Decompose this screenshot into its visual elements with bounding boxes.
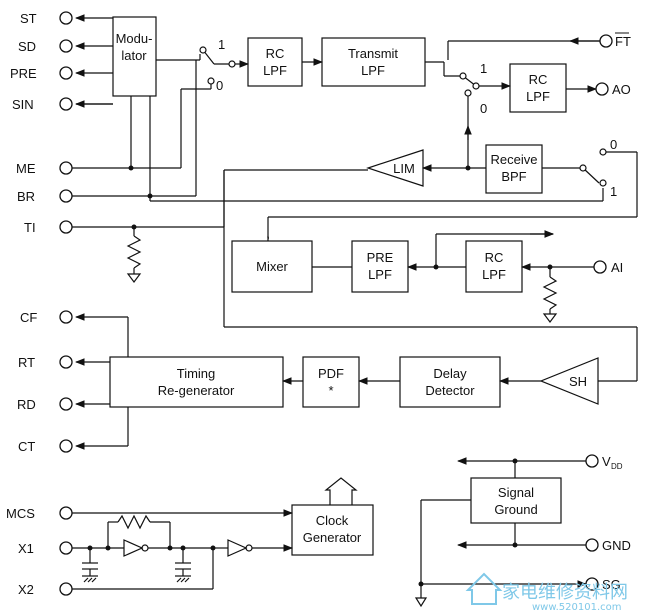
pin-sin-label: SIN [12, 97, 34, 112]
pin-vdd-terminal [585, 454, 599, 468]
pin-x2-label: X2 [18, 582, 34, 597]
pdf-label-2: * [328, 383, 333, 398]
mixer-label: Mixer [256, 259, 288, 274]
pin-br-terminal [59, 189, 73, 203]
pdf-block [302, 356, 360, 408]
pin-vdd-subscript: DD [611, 462, 623, 471]
watermark-title: 家电维修资料网 [502, 582, 628, 603]
pin-st-terminal [59, 11, 73, 25]
switch-contact [464, 89, 472, 97]
pin-sg-terminal [585, 577, 599, 591]
transmit-lpf-label-2: LPF [361, 63, 385, 78]
pin-gnd-terminal [585, 538, 599, 552]
pin-ti-label: TI [24, 220, 36, 235]
pin-st-label: ST [20, 11, 37, 26]
pin-sd-terminal [59, 39, 73, 53]
pin-mcs-label: MCS [6, 506, 35, 521]
pin-pre-label: PRE [10, 66, 37, 81]
modulator-label-2: lator [121, 48, 147, 63]
rc-lpf-tx-label-1: RC [266, 46, 285, 61]
pin-ao-label: AO [612, 82, 631, 97]
pin-x1-label: X1 [18, 541, 34, 556]
clock-output-arrow [324, 477, 358, 505]
delay-detector-label-2: Detector [425, 383, 475, 398]
ao-switch-label-1: 1 [480, 61, 487, 76]
rc-lpf-ao-label-1: RC [529, 72, 548, 87]
pin-cf-terminal [59, 310, 73, 324]
receive-bpf-block [485, 144, 543, 194]
clock-generator-label-1: Clock [316, 513, 349, 528]
switch-contact [228, 60, 236, 68]
delay-detector-block [399, 356, 501, 408]
timing-regenerator-block [109, 356, 284, 408]
delay-detector-label-1: Delay [433, 366, 467, 381]
pdf-label-1: PDF [318, 366, 344, 381]
watermark-logo: 家电维修资料网 www.520101.com [465, 572, 628, 613]
pin-ai-label: AI [611, 260, 623, 275]
rx-switch-label-0: 0 [610, 137, 617, 152]
pin-sg-label: SG [602, 577, 621, 592]
watermark-url: www.520101.com [532, 602, 622, 613]
timing-label-1: Timing [177, 366, 216, 381]
pin-x2-terminal [59, 582, 73, 596]
signal-ground-label-2: Ground [494, 502, 537, 517]
receive-bpf-label-1: Receive [491, 152, 538, 167]
pin-rt-label: RT [18, 355, 35, 370]
pin-me-label: ME [16, 161, 36, 176]
rc-lpf-tx-label-2: LPF [263, 63, 287, 78]
pin-br-label: BR [17, 189, 35, 204]
pin-gnd-label: GND [602, 538, 631, 553]
clock-generator-block [291, 504, 374, 556]
pin-ti-terminal [59, 220, 73, 234]
switch-contact [199, 46, 207, 54]
modulator-label-1: Modu- [116, 31, 153, 46]
pin-ct-label: CT [18, 439, 35, 454]
pre-lpf-label-1: PRE [367, 250, 394, 265]
timing-label-2: Re-generator [158, 383, 235, 398]
receive-bpf-label-2: BPF [501, 169, 526, 184]
pin-ao-terminal [595, 82, 609, 96]
switch-contact [579, 164, 587, 172]
rc-lpf-ao-label-2: LPF [526, 89, 550, 104]
pin-x1-terminal [59, 541, 73, 555]
switch-contact [459, 72, 467, 80]
pin-vdd-label: V [602, 454, 611, 469]
pin-cf-label: CF [20, 310, 37, 325]
pin-ct-terminal [59, 439, 73, 453]
switch-contact [599, 148, 607, 156]
pin-rd-terminal [59, 397, 73, 411]
rc-lpf-ai-label-2: LPF [482, 267, 506, 282]
lim-label: LIM [393, 161, 415, 176]
pin-ft-label: FT [615, 34, 631, 49]
tx-switch-label-0: 0 [216, 78, 223, 93]
pin-rt-terminal [59, 355, 73, 369]
pre-lpf-label-2: LPF [368, 267, 392, 282]
tx-switch-label-1: 1 [218, 37, 225, 52]
transmit-lpf-label-1: Transmit [348, 46, 398, 61]
pin-me-terminal [59, 161, 73, 175]
sh-amplifier [539, 357, 599, 405]
clock-generator-label-2: Generator [303, 530, 362, 545]
pin-ft-terminal [599, 34, 613, 48]
ao-switch-label-0: 0 [480, 101, 487, 116]
pin-sin-terminal [59, 97, 73, 111]
switch-contact [207, 77, 215, 85]
lim-amplifier [366, 149, 424, 187]
rc-lpf-ai-label-1: RC [485, 250, 504, 265]
sh-label: SH [569, 374, 587, 389]
switch-contact [599, 179, 607, 187]
pin-ai-terminal [593, 260, 607, 274]
pin-mcs-terminal [59, 506, 73, 520]
pin-sd-label: SD [18, 39, 36, 54]
pin-pre-terminal [59, 66, 73, 80]
switch-contact [472, 82, 480, 90]
pin-rd-label: RD [17, 397, 36, 412]
modulator-block [112, 16, 157, 97]
signal-ground-label-1: Signal [498, 485, 534, 500]
rc-lpf-ao-block [509, 63, 567, 113]
rx-switch-label-1: 1 [610, 184, 617, 199]
